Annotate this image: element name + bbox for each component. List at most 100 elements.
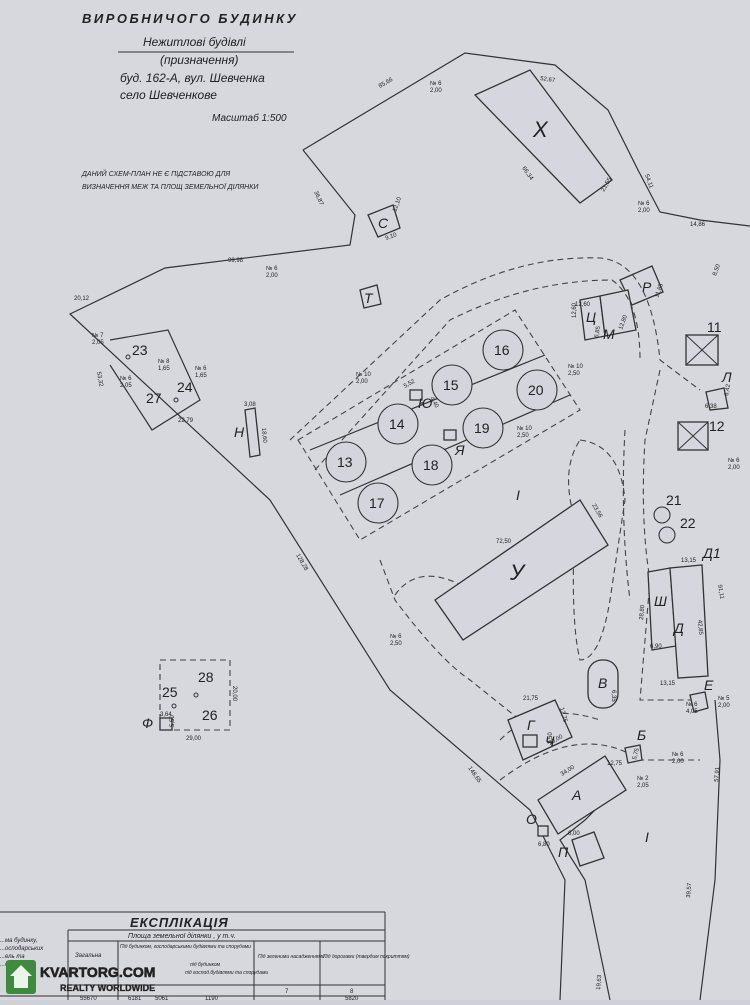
building-o-label: О [526, 811, 537, 827]
site-boundary-bottom [559, 804, 611, 1001]
tank-18 [411, 444, 453, 486]
object-22 [658, 526, 676, 544]
point-8-value: 2,00 [356, 379, 368, 385]
object-28-label: 28 [198, 669, 214, 685]
internal-road-main [289, 257, 701, 471]
dim-33: 18,60 [260, 428, 267, 444]
dim-47: 12,75 [558, 707, 568, 724]
object-22-label: 22 [680, 515, 696, 531]
building-u-label: У [509, 560, 526, 585]
object-23-marker [125, 354, 131, 360]
point-6: № 6 [195, 365, 207, 372]
tank-13 [325, 441, 367, 483]
point-11-value: 2,00 [728, 465, 740, 471]
col-num-8: 8 [350, 989, 354, 995]
building-yu-label: Ю [418, 395, 432, 411]
dim-51: 3,50 [548, 732, 554, 744]
point-3: № 6 [266, 265, 278, 272]
col-buildings: Під будинком, господарськими будівлями т… [120, 944, 251, 950]
tank-row-divider-1 [309, 354, 546, 451]
dim-37: 6,38 [705, 404, 717, 410]
point-16-value: 2,00 [718, 703, 730, 709]
dim-12: 72,50 [496, 539, 512, 545]
watermark-tagline: REALTY WORLDWIDE [60, 983, 155, 993]
dim-48: 12,60 [575, 302, 591, 308]
left-label-3: ...ель та [0, 954, 25, 960]
point-14: № 2 [637, 775, 649, 782]
value-other: 1190 [205, 996, 219, 1000]
internal-road-ring [568, 439, 626, 661]
building-n-label: Н [234, 424, 245, 440]
point-9-value: 2,50 [568, 371, 580, 377]
point-6-value: 1,65 [195, 373, 207, 379]
point-8: № 10 [356, 371, 371, 378]
building-ts-label: Ц [586, 309, 596, 325]
dim-31: 22,79 [178, 418, 194, 424]
point-15-value: 4,05 [686, 709, 698, 715]
col-green: Під зеленими насадженнями [258, 954, 325, 960]
point-15: № 6 [686, 701, 698, 708]
watermark-site: KVARTORG.COM [40, 964, 155, 980]
left-label-2: ...осподарських [0, 946, 44, 952]
building-u [434, 499, 609, 641]
dim-20: 29,00 [186, 736, 202, 742]
point-10: № 10 [517, 425, 532, 432]
point-3-value: 2,00 [266, 273, 278, 279]
point-13: № 6 [672, 751, 684, 758]
tank-14-label: 14 [389, 416, 405, 432]
dim-16: 39,57 [686, 882, 693, 898]
building-sh-label: Ш [654, 593, 667, 609]
point-9: № 10 [568, 363, 583, 370]
dim-21: 20,00 [231, 686, 237, 702]
point-2-value: 2,00 [638, 208, 650, 214]
point-1: № 6 [430, 80, 442, 87]
building-ch [522, 734, 538, 748]
point-14-value: 2,05 [637, 783, 649, 789]
point-4: № 7 [92, 332, 104, 339]
building-l-label: Л [721, 369, 732, 385]
point-2: № 6 [638, 200, 650, 207]
object-24-marker [173, 397, 179, 403]
building-p [571, 831, 605, 867]
dim-49: 6,85 [594, 325, 602, 338]
building-l [705, 387, 729, 411]
value-outbuildings: 5061 [155, 996, 169, 1000]
notice-line-2: ВИЗНАЧЕННЯ МЕЖ ТА ПЛОЩ ЗЕМЕЛЬНОЇ ДІЛЯНКИ [82, 183, 259, 191]
object-24-label: 24 [177, 379, 193, 395]
dim-38: 6,42 [724, 383, 732, 396]
building-a [537, 755, 627, 835]
dim-8: 99,98 [228, 258, 244, 264]
dim-5: 54,11 [643, 174, 654, 190]
point-7-value: 2,05 [120, 383, 132, 389]
dim-22: 12,75 [607, 761, 623, 767]
dim-18: 13,15 [681, 558, 697, 564]
west-yard [109, 329, 201, 431]
tank-20-label: 20 [528, 382, 544, 398]
dim-23: 21,75 [523, 696, 539, 702]
dim-32: 3,08 [244, 402, 256, 408]
point-5: № 8 [158, 358, 170, 365]
building-ya-label: Я [454, 442, 465, 458]
dim-28: 8,50 [712, 263, 722, 277]
purpose-caption: (призначення) [160, 53, 239, 67]
building-s [367, 204, 401, 238]
tank-17-label: 17 [369, 495, 385, 511]
tank-row-divider-2 [339, 394, 571, 496]
site-boundary [302, 52, 750, 227]
dim-15: 57,91 [714, 766, 721, 782]
tank-15 [431, 364, 473, 406]
dim-29: 19,63 [596, 974, 603, 990]
building-e-label: Е [704, 677, 714, 693]
explication-table: ЕКСПЛІКАЦІЯ Площа земельної ділянки , у … [0, 911, 410, 1002]
building-f [159, 717, 173, 731]
dim-43: 6,90 [650, 644, 662, 650]
object-25-marker [171, 703, 177, 709]
building-d [669, 564, 709, 679]
point-1-value: 2,00 [430, 88, 442, 94]
building-d1-label: Д1 [701, 545, 721, 561]
dim-17: 42,85 [696, 620, 703, 636]
point-5-value: 1,65 [158, 366, 170, 372]
building-a-label: А [571, 787, 581, 803]
building-v [587, 659, 619, 709]
